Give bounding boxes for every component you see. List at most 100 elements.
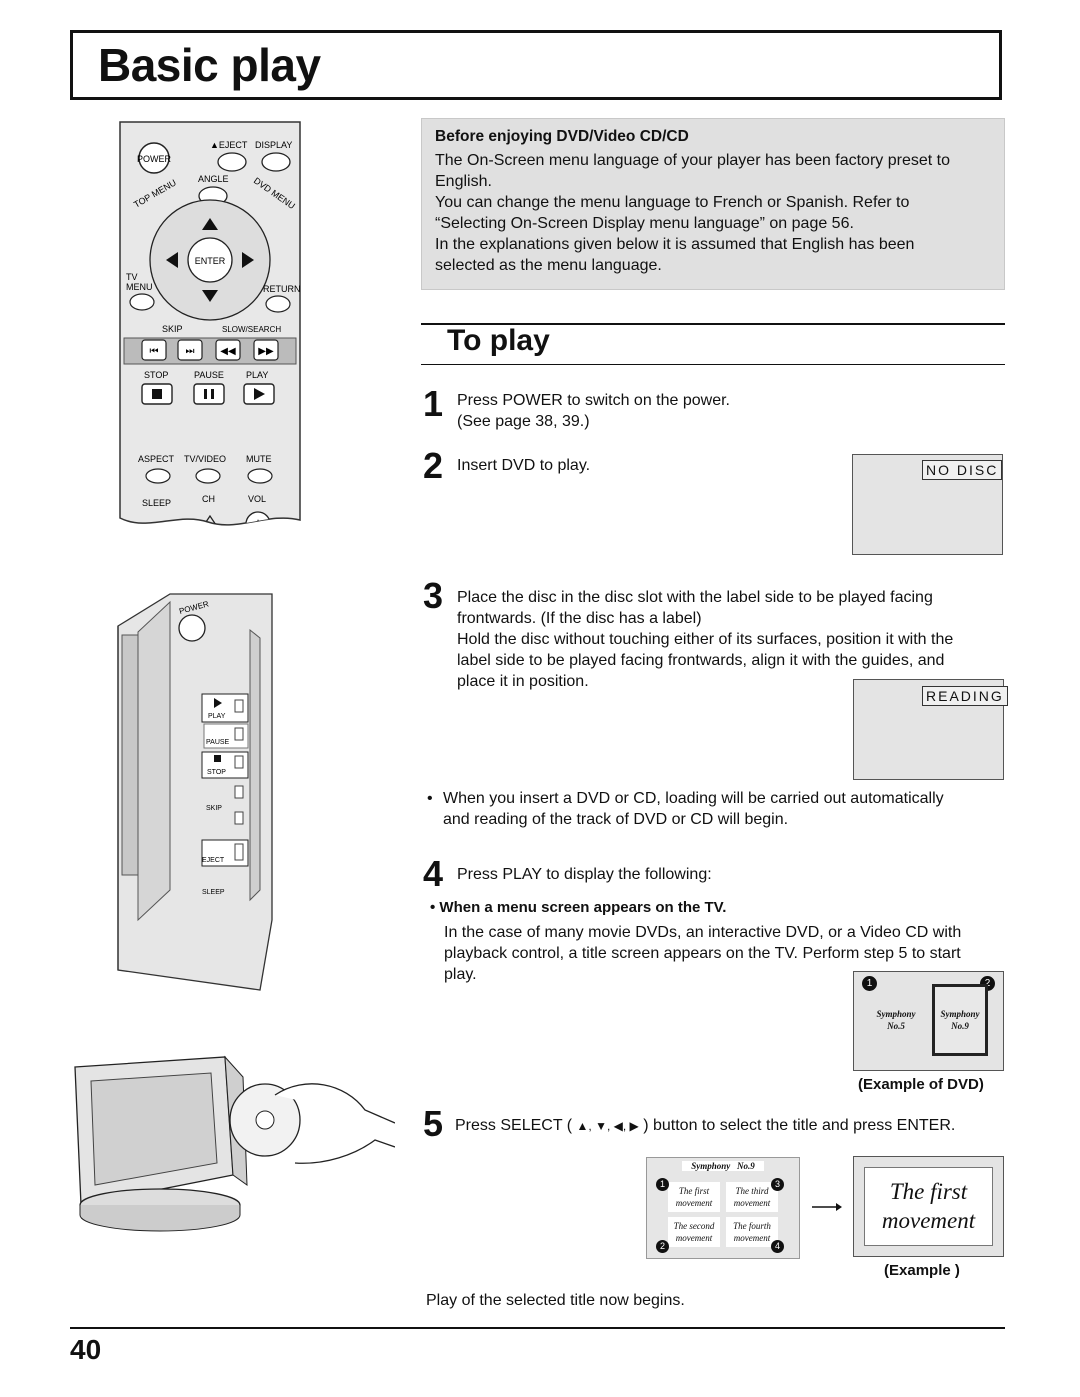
- pause-icon: [211, 389, 214, 399]
- remote-menu-label: MENU: [126, 282, 153, 292]
- menu-cell-line: The fourth: [733, 1221, 771, 1231]
- tv-power-button: [178, 614, 206, 642]
- up-arrow-icon: [202, 218, 218, 230]
- menu-cell-fourth: The fourth movement: [726, 1217, 778, 1247]
- remote-eject-button: [217, 152, 247, 172]
- remote-tvvideo-label: TV/VIDEO: [184, 454, 226, 464]
- step-4-subheading: • When a menu screen appears on the TV.: [430, 899, 727, 916]
- remote-pause-label: PAUSE: [194, 370, 224, 380]
- tv-sleep-label: SLEEP: [202, 889, 225, 896]
- remote-sleep-label: SLEEP: [142, 498, 171, 508]
- step-3-line: place it in position.: [457, 673, 589, 690]
- result-title-line: movement: [881, 1208, 976, 1233]
- step-4-line: play.: [444, 966, 477, 983]
- remote-menu-button: [129, 293, 155, 311]
- menu-cell-line: movement: [733, 1198, 771, 1208]
- step-3-text: Place the disc in the disc slot with the…: [457, 587, 1007, 692]
- step-2-number: 2: [423, 445, 444, 486]
- step-5-number: 5: [423, 1103, 444, 1144]
- tv-side-panel-illustration: POWER PLAY PAUSE STOP SKIP EJECT SLEEP: [117, 593, 273, 991]
- remote-enter-label: ENTER: [195, 256, 226, 266]
- menu-badge-4-icon: 4: [771, 1240, 784, 1253]
- menu-cell-line: movement: [733, 1233, 771, 1243]
- menu-cell-line: The first: [678, 1186, 710, 1196]
- stop-icon: [152, 389, 162, 399]
- remote-return-label: RETURN: [263, 284, 301, 294]
- tv-eject-label: EJECT: [202, 857, 225, 864]
- right-arrow-icon: [812, 1203, 842, 1211]
- menu-cell-line: The third: [735, 1186, 769, 1196]
- remote-enter-button: [187, 237, 233, 283]
- remote-pause-button: [193, 383, 225, 405]
- tv-play-label: PLAY: [208, 713, 226, 720]
- play-icon: [254, 388, 265, 400]
- select-arrows-icon: ▲, ▼, ◀, ▶: [576, 1119, 639, 1133]
- step-4-line: playback control, a title screen appears…: [444, 945, 961, 962]
- tv-play-icon: [214, 698, 222, 708]
- remote-display-label: DISPLAY: [255, 140, 292, 150]
- remote-vol-label: VOL: [248, 494, 266, 504]
- loading-note-line: When you insert a DVD or CD, loading wil…: [443, 790, 944, 807]
- remote-skip-label: SKIP: [162, 324, 183, 334]
- remote-eject-label: ▲EJECT: [210, 140, 248, 150]
- menu-badge-3-icon: 3: [771, 1178, 784, 1191]
- step-4-number: 4: [423, 853, 444, 894]
- before-line: In the explanations given below it is as…: [435, 236, 915, 253]
- section-rule-bottom: [421, 364, 1005, 365]
- step-3-line: frontwards. (If the disc has a label): [457, 610, 702, 627]
- result-inner-frame: [864, 1167, 993, 1246]
- step-5-text-a: Press SELECT (: [455, 1117, 573, 1134]
- skip-forward-icon: ⏭: [186, 346, 195, 357]
- remote-angle-label: ANGLE: [198, 174, 229, 184]
- remote-control-illustration: POWER ▲EJECT DISPLAY ANGLE TOP MENU DVD …: [119, 121, 301, 526]
- example-caption-text: Example: [889, 1262, 951, 1279]
- page-number: 40: [70, 1334, 102, 1365]
- remote-ch-label: CH: [202, 494, 215, 504]
- remote-mute-label: MUTE: [246, 454, 272, 464]
- step-1-text: Press POWER to switch on the power. (See…: [457, 390, 730, 432]
- before-line: “Selecting On-Screen Display menu langua…: [435, 215, 854, 232]
- remote-return-button: [265, 295, 291, 313]
- before-enjoying-heading: Before enjoying DVD/Video CD/CD: [435, 128, 689, 145]
- menu-cell-third: The third movement: [726, 1182, 778, 1212]
- step-4-line: In the case of many movie DVDs, an inter…: [444, 924, 962, 941]
- step-4-subheading-text: When a menu screen appears on the TV.: [439, 899, 727, 916]
- remote-stop-label: STOP: [144, 370, 168, 380]
- title-frame: [70, 30, 1002, 100]
- dvd-title-selected-frame: [932, 984, 988, 1056]
- before-line: The On-Screen menu language of your play…: [435, 152, 950, 169]
- loading-note-line: and reading of the track of DVD or CD wi…: [443, 811, 789, 828]
- footer-rule: [70, 1327, 1005, 1329]
- menu-cell-line: The second: [673, 1221, 715, 1231]
- remote-slow-label: SLOW/SEARCH: [222, 325, 281, 334]
- final-text: Play of the selected title now begins.: [426, 1292, 685, 1309]
- step-2-text: Insert DVD to play.: [457, 457, 591, 474]
- bullet-dot: •: [427, 790, 433, 807]
- result-title-line: The first: [889, 1179, 968, 1204]
- step-4-body: In the case of many movie DVDs, an inter…: [444, 922, 1009, 985]
- left-arrow-icon: [166, 252, 178, 268]
- step-5-text: Press SELECT ( ▲, ▼, ◀, ▶ ) button to se…: [455, 1115, 955, 1137]
- result-title: The first movement: [864, 1177, 993, 1235]
- remote-power-button: [138, 142, 170, 174]
- before-line: selected as the menu language.: [435, 257, 662, 274]
- tv-pause-label: PAUSE: [206, 739, 230, 746]
- no-disc-osd: NO DISC: [922, 460, 1003, 480]
- menu-badge-1-icon: 1: [656, 1178, 669, 1191]
- section-rule-top: [421, 323, 1005, 325]
- dvd-example-caption: (Example of DVD): [858, 1076, 984, 1093]
- dvd-title-symphony-5: Symphony No.5: [868, 1008, 924, 1032]
- remote-tv-label: TV: [126, 272, 138, 282]
- down-arrow-icon: [202, 290, 218, 302]
- remote-power-label: POWER: [137, 154, 172, 164]
- step-5-text-b: ) button to select the title and press E…: [643, 1117, 956, 1134]
- menu-badge-2-icon: 2: [656, 1240, 669, 1253]
- example-caption: (Example ): [884, 1262, 960, 1279]
- before-line: English.: [435, 173, 492, 190]
- step-3-line: Place the disc in the disc slot with the…: [457, 589, 933, 606]
- badge-1-icon: 1: [862, 976, 877, 991]
- rewind-icon: ◀◀: [220, 346, 236, 357]
- disc-insertion-illustration: [74, 1055, 395, 1232]
- dvd-title-line: Symphony: [940, 1009, 980, 1019]
- dvd-title-line: No.9: [951, 1021, 969, 1031]
